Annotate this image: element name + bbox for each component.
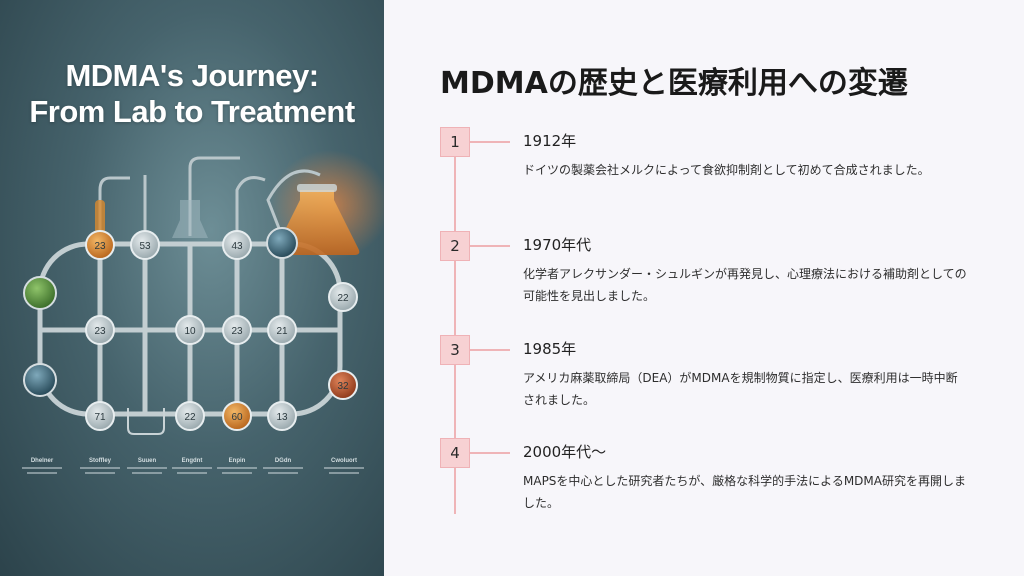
- svg-text:23: 23: [231, 326, 243, 337]
- timeline-description: MAPSを中心とした研究者たちが、厳格な科学的手法によるMDMA研究を再開しまし…: [523, 474, 966, 510]
- timeline-year: 2000年代〜: [523, 443, 607, 461]
- svg-text:71: 71: [94, 412, 106, 423]
- lab-network-illustration: 23 53 43 22 23 10: [23, 150, 384, 435]
- svg-text:21: 21: [276, 326, 288, 337]
- timeline-line: [454, 128, 456, 514]
- page-title: MDMAの歴史と医療利用への変遷: [440, 66, 908, 101]
- svg-text:22: 22: [337, 293, 349, 304]
- svg-text:60: 60: [231, 412, 243, 423]
- timeline-year: 1970年代: [523, 236, 592, 254]
- step-number-badge: 4: [440, 438, 470, 468]
- poster-caption: Stoffley: [70, 458, 130, 474]
- node-9: 32: [328, 370, 358, 400]
- svg-text:22: 22: [184, 412, 196, 423]
- poster-title-line-1: MDMA's Journey:: [65, 58, 319, 93]
- node-5: 23: [85, 315, 115, 345]
- poster-caption: Engdnt: [162, 458, 222, 474]
- node-12: 60: [222, 401, 252, 431]
- poster-title-line-2: From Lab to Treatment: [29, 94, 355, 129]
- node-1: 23: [85, 230, 115, 260]
- timeline-connector: [470, 349, 510, 351]
- timeline-connector: [470, 245, 510, 247]
- svg-text:32: 32: [337, 381, 349, 392]
- timeline-description: ドイツの製薬会社メルクによって食欲抑制剤として初めて合成されました。: [523, 163, 930, 177]
- node-2: 53: [130, 230, 160, 260]
- poster-image: 23 53 43 22 23 10: [0, 0, 384, 576]
- timeline-year: 1912年: [523, 132, 577, 150]
- node-4: 22: [328, 282, 358, 312]
- svg-text:43: 43: [231, 241, 243, 252]
- timeline-item: 2 1970年代 化学者アレクサンダー・シュルギンが再発見し、心理療法における補…: [440, 231, 1000, 321]
- timeline-item: 3 1985年 アメリカ麻薬取締局（DEA）がMDMAを規制物質に指定し、医療利…: [440, 335, 1000, 425]
- node-10: 71: [85, 401, 115, 431]
- svg-text:10: 10: [184, 326, 196, 337]
- poster-title: MDMA's Journey: From Lab to Treatment: [0, 58, 384, 130]
- poster-caption: Enpin: [207, 458, 267, 474]
- timeline-description: アメリカ麻薬取締局（DEA）がMDMAを規制物質に指定し、医療利用は一時中断され…: [523, 371, 958, 407]
- svg-text:23: 23: [94, 241, 106, 252]
- timeline-connector: [470, 141, 510, 143]
- poster-caption: Cwoluort: [314, 458, 374, 474]
- svg-text:13: 13: [276, 412, 288, 423]
- node-13: 13: [267, 401, 297, 431]
- timeline-connector: [470, 452, 510, 454]
- poster-captions: Dhelner Stoffley Suuen Engdnt Enpin DGdn…: [0, 458, 384, 498]
- step-number-badge: 2: [440, 231, 470, 261]
- step-number-badge: 1: [440, 127, 470, 157]
- poster-caption: Dhelner: [12, 458, 72, 474]
- node-6: 10: [175, 315, 205, 345]
- node-8: 21: [267, 315, 297, 345]
- node-11: 22: [175, 401, 205, 431]
- poster-caption: Suuen: [117, 458, 177, 474]
- node-7: 23: [222, 315, 252, 345]
- node-3: 43: [222, 230, 252, 260]
- step-number-badge: 3: [440, 335, 470, 365]
- svg-text:23: 23: [94, 326, 106, 337]
- timeline-description: 化学者アレクサンダー・シュルギンが再発見し、心理療法における補助剤としての可能性…: [523, 267, 967, 303]
- timeline-item: 4 2000年代〜 MAPSを中心とした研究者たちが、厳格な科学的手法によるMD…: [440, 438, 1000, 528]
- svg-text:53: 53: [139, 241, 151, 252]
- timeline-year: 1985年: [523, 340, 577, 358]
- poster-caption: DGdn: [253, 458, 313, 474]
- timeline-item: 1 1912年 ドイツの製薬会社メルクによって食欲抑制剤として初めて合成されまし…: [440, 127, 1000, 217]
